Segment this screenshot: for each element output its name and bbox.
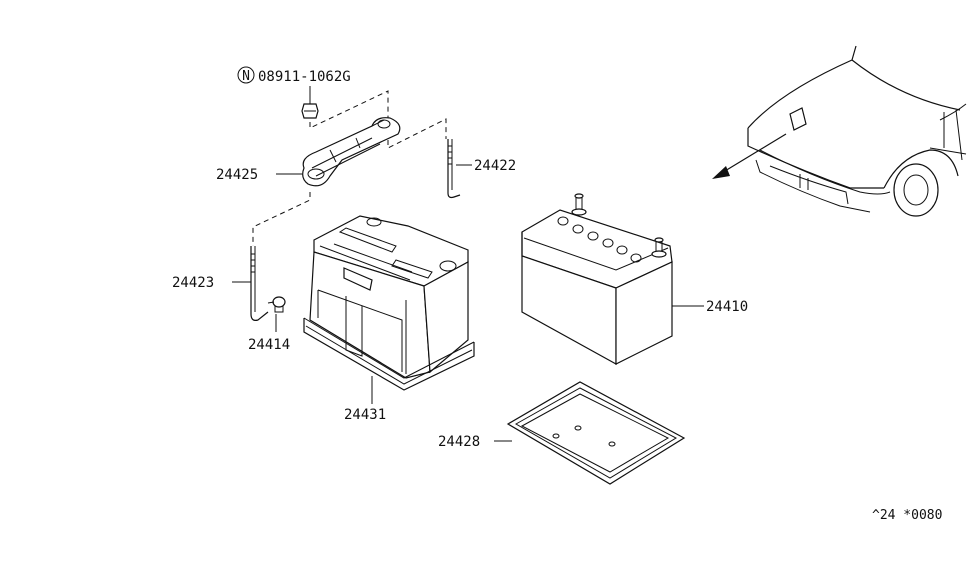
- clip[interactable]: [267, 296, 286, 332]
- nut-marker-circle: [237, 66, 255, 84]
- nut-marker-letter: N: [242, 69, 250, 84]
- battery-tray[interactable]: [506, 381, 686, 485]
- nut-callout[interactable]: N 08911-1062G: [237, 66, 351, 119]
- rod-right[interactable]: [447, 139, 461, 199]
- diagram-code: ^24 *0080: [872, 508, 942, 523]
- label-battery: 24410: [706, 299, 748, 315]
- label-tray: 24428: [438, 434, 480, 450]
- label-rod-right: 24422: [474, 158, 516, 174]
- assembly-dashed-lines: [252, 90, 447, 246]
- label-rod-left: 24423: [172, 275, 214, 291]
- battery-location-icon: [789, 107, 807, 131]
- label-frame: 24425: [216, 167, 258, 183]
- arrow-icon: [712, 166, 730, 179]
- label-cover: 24431: [344, 407, 386, 423]
- battery-cover[interactable]: [303, 215, 475, 391]
- nut-part-number: 08911-1062G: [258, 69, 351, 85]
- label-clip: 24414: [248, 337, 290, 353]
- battery[interactable]: [521, 193, 673, 366]
- rod-left[interactable]: [250, 246, 269, 321]
- hold-down-frame[interactable]: [302, 117, 401, 187]
- car-location-view: [712, 45, 967, 217]
